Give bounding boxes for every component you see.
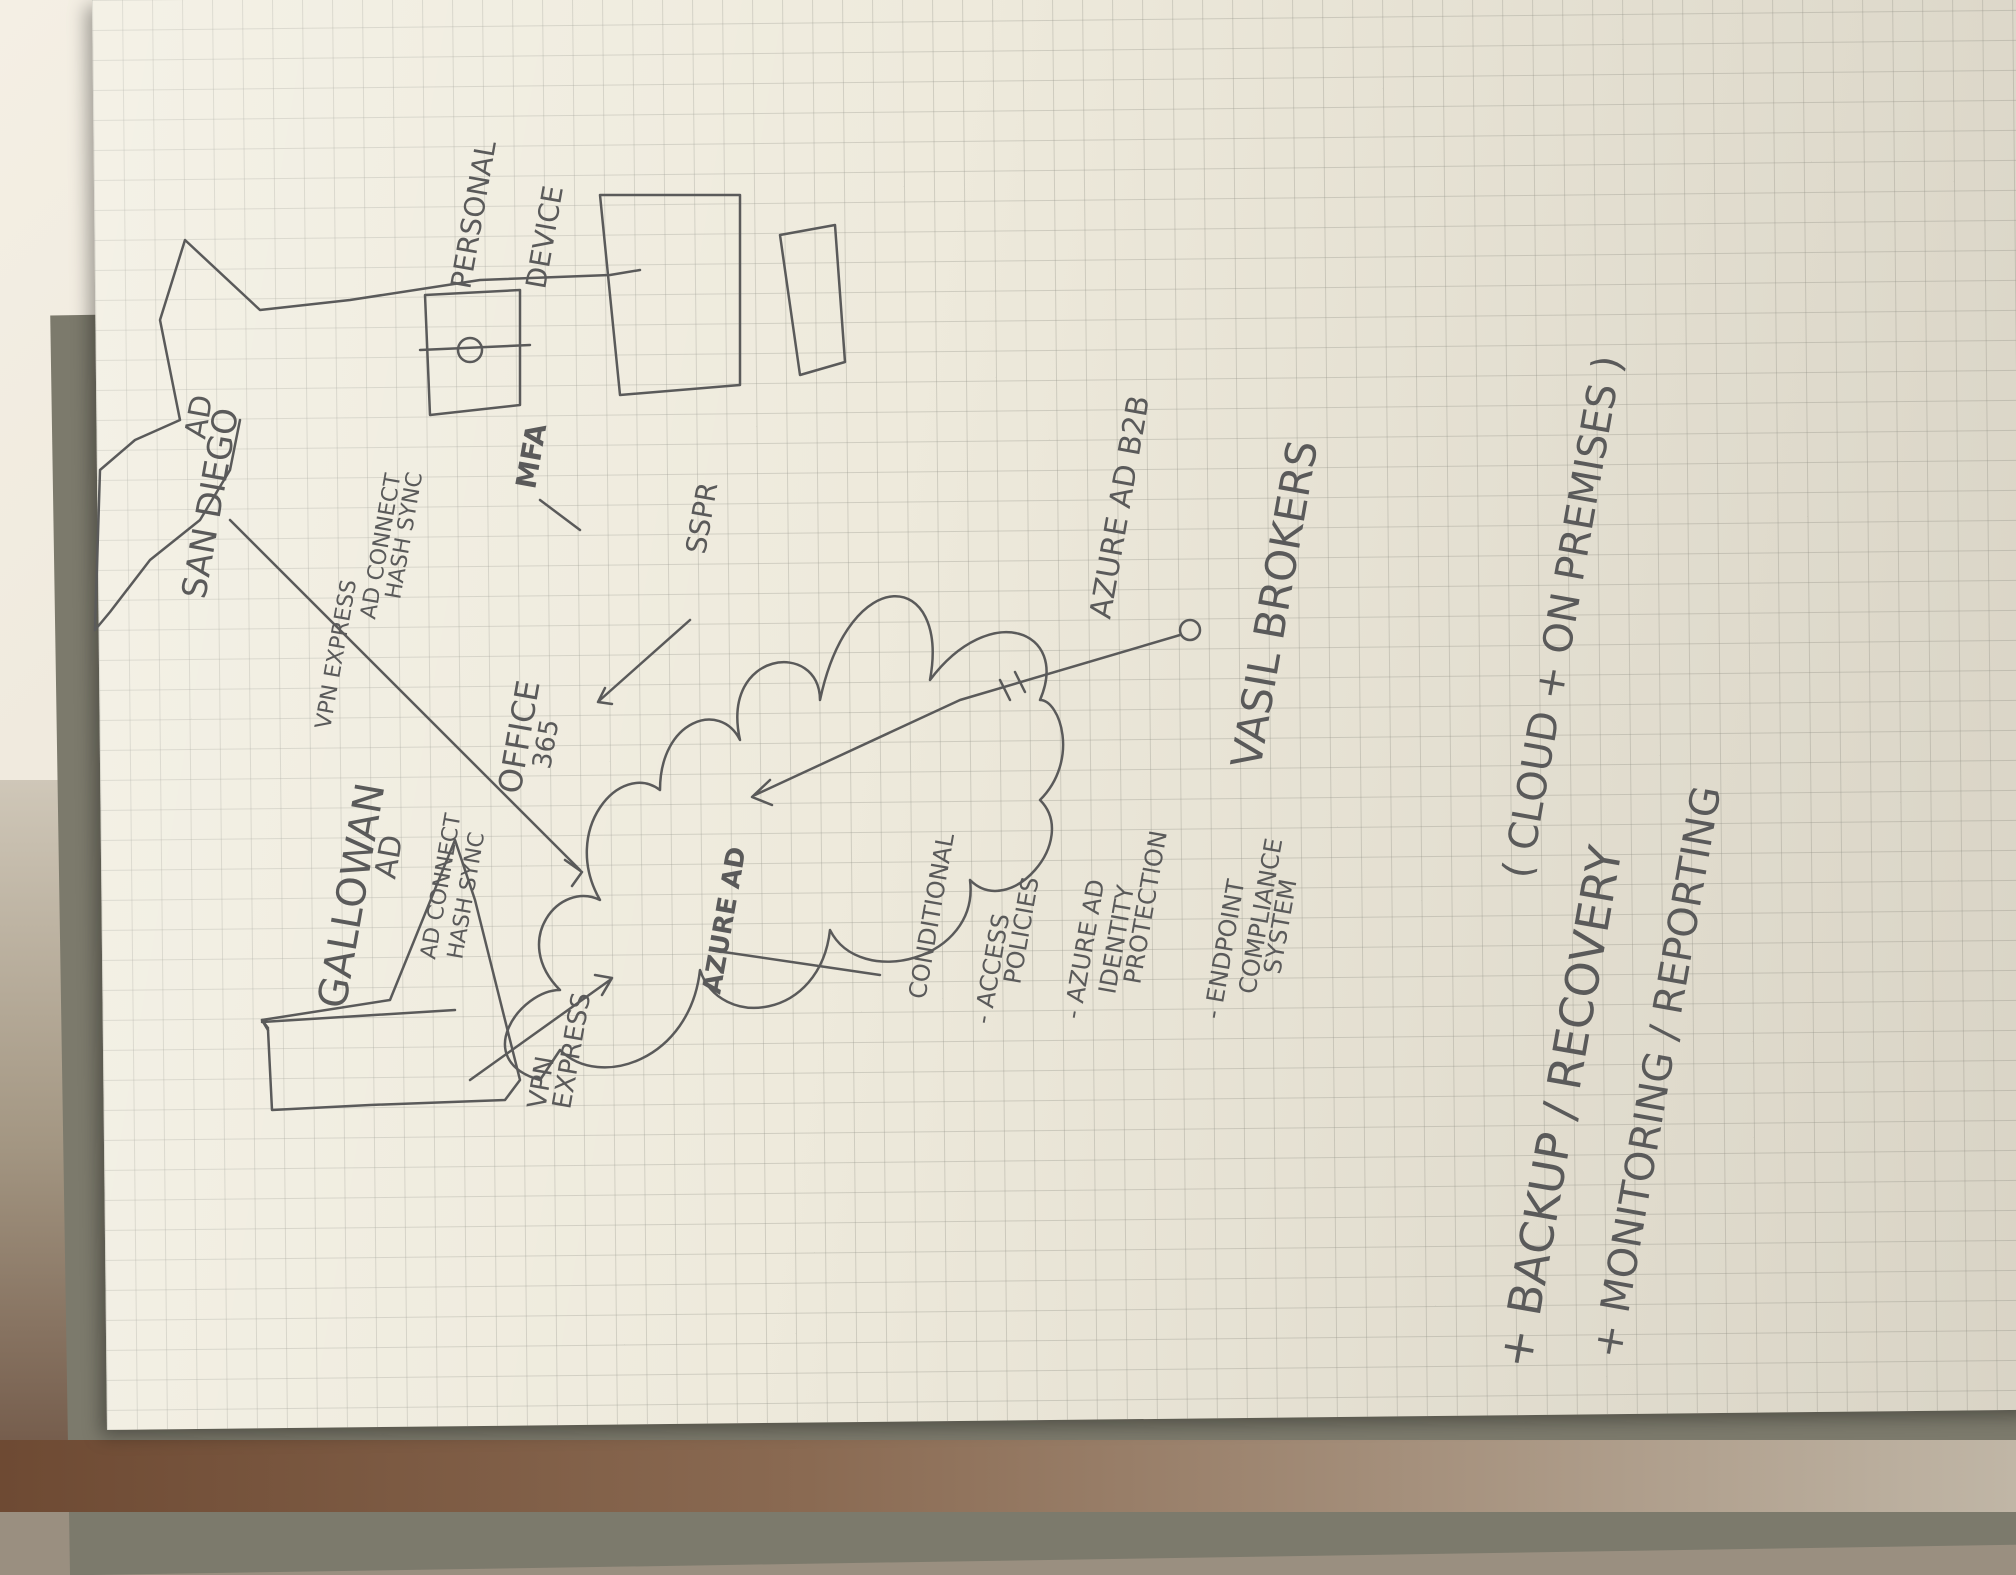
label-express-left: EXPRESS xyxy=(547,990,597,1111)
label-azure-ad-b2b: AZURE AD B2B xyxy=(1083,393,1157,621)
gallowan-site-box xyxy=(260,838,522,1112)
line-azure-to-conditional xyxy=(708,948,882,977)
mfa-line xyxy=(538,498,582,532)
arrow-gallowan-to-azure xyxy=(468,978,612,1082)
arrow-brokers-office xyxy=(753,633,1182,797)
label-mfa: MFA xyxy=(509,421,553,492)
label-ad-right: AD xyxy=(178,392,220,441)
vpn-express-line xyxy=(228,518,582,872)
label-vpn-express-right: VPN EXPRESS xyxy=(311,578,362,731)
keyboard-shape xyxy=(778,223,847,377)
label-personal: PERSONAL xyxy=(444,138,503,291)
sandiego-site-box xyxy=(93,238,642,632)
label-conditional: CONDITIONAL xyxy=(903,831,960,1001)
label-device: DEVICE xyxy=(519,183,570,291)
gallowan-box-top xyxy=(260,1008,457,1024)
azure-cloud xyxy=(503,595,1065,1082)
label-sspr: SSPR xyxy=(679,480,724,557)
label-ad-left: AD xyxy=(368,832,410,881)
phone-shape xyxy=(423,288,522,417)
wooden-floor xyxy=(0,1440,2016,1512)
label-cloud: ( CLOUD + ON PREMISES ) xyxy=(1495,352,1632,882)
label-azure-ad: AZURE AD xyxy=(697,845,752,997)
monitor-shape xyxy=(598,193,742,397)
hand-drawn-diagram: GALLOWAN AD AD CONNECT HASH SYNC VPN EXP… xyxy=(93,138,1731,1372)
arrow-sspr-office xyxy=(598,618,692,702)
label-gallowan: GALLOWAN xyxy=(310,780,395,1012)
label-vasil-brokers: VASIL BROKERS xyxy=(1222,437,1328,772)
